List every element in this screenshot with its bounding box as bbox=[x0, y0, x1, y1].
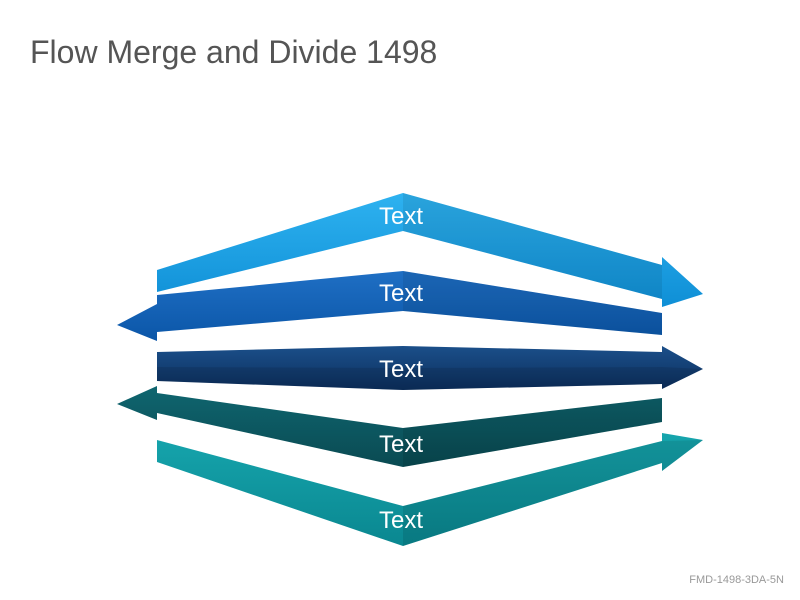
flow-arrow-5-shade bbox=[403, 440, 703, 546]
flow-arrow-4: Text bbox=[117, 386, 662, 467]
flow-arrow-3-label: Text bbox=[379, 356, 423, 383]
flow-arrow-1-label: Text bbox=[379, 203, 423, 230]
flow-arrow-5-body bbox=[157, 433, 703, 546]
flow-arrow-1-shade bbox=[403, 193, 662, 299]
flow-arrow-3-shade bbox=[157, 367, 703, 390]
flow-arrow-2-shade bbox=[403, 271, 662, 335]
flow-arrow-1-body bbox=[157, 193, 703, 307]
flow-arrow-1: Text bbox=[157, 193, 703, 307]
slide-code: FMD-1498-3DA-5N bbox=[689, 574, 784, 586]
flow-arrow-3-body bbox=[157, 346, 703, 390]
page-title: Flow Merge and Divide 1498 bbox=[30, 34, 438, 70]
flow-arrow-4-shade bbox=[403, 398, 662, 467]
flow-arrow-4-label: Text bbox=[379, 431, 423, 458]
flow-arrow-2-body bbox=[117, 271, 662, 341]
flow-arrow-5-label: Text bbox=[379, 507, 423, 534]
flow-arrow-4-body bbox=[117, 386, 662, 467]
flow-arrow-2: Text bbox=[117, 271, 662, 341]
flow-arrow-5: Text bbox=[157, 433, 703, 546]
flow-arrow-2-label: Text bbox=[379, 280, 423, 307]
flow-arrow-3: Text bbox=[157, 346, 703, 390]
